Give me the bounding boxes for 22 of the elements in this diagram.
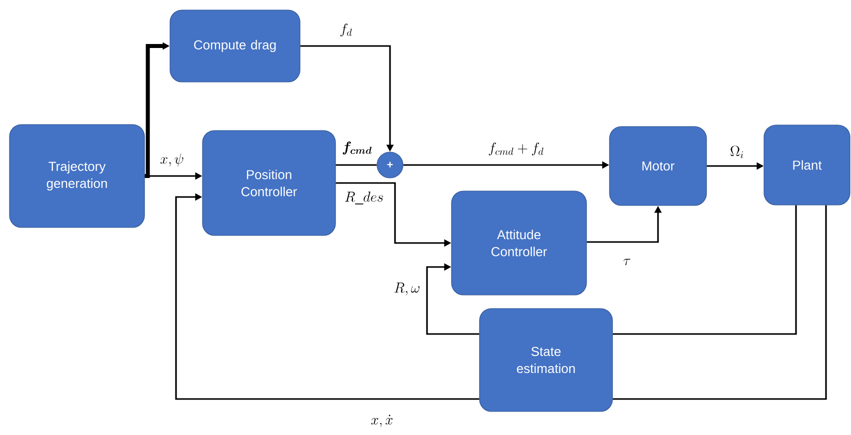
edge-label: $R, \omega$ xyxy=(394,282,420,296)
process-box: State estimation xyxy=(479,308,613,412)
summing-junction: + xyxy=(376,152,404,178)
edge-label: $f_{cmd} + f_d$ xyxy=(488,142,544,156)
edge-label: $\tau$ xyxy=(624,258,630,266)
edge-label: $\boldsymbol{f_{cmd}}$ xyxy=(342,142,372,154)
edge-label: $x, \dot{x}$ xyxy=(371,414,393,428)
process-box: Motor xyxy=(609,126,707,206)
process-box: Position Controller xyxy=(202,130,336,236)
connector-line xyxy=(612,205,797,335)
edge-label: $x, \psi$ xyxy=(160,154,184,167)
edge-label: $\Omega_i$ xyxy=(730,146,744,158)
process-box: Compute drag xyxy=(170,10,300,82)
edge-label: $f_d$ xyxy=(340,23,352,37)
connector-line xyxy=(336,164,377,166)
process-box: Attitude Controller xyxy=(451,190,587,296)
process-box: Trajectory generation xyxy=(9,124,145,228)
edge-label: $R\_des$ xyxy=(345,192,383,204)
arrow xyxy=(175,193,480,400)
connector-line xyxy=(612,205,827,400)
arrow xyxy=(426,263,480,335)
process-box: Plant xyxy=(764,124,850,206)
